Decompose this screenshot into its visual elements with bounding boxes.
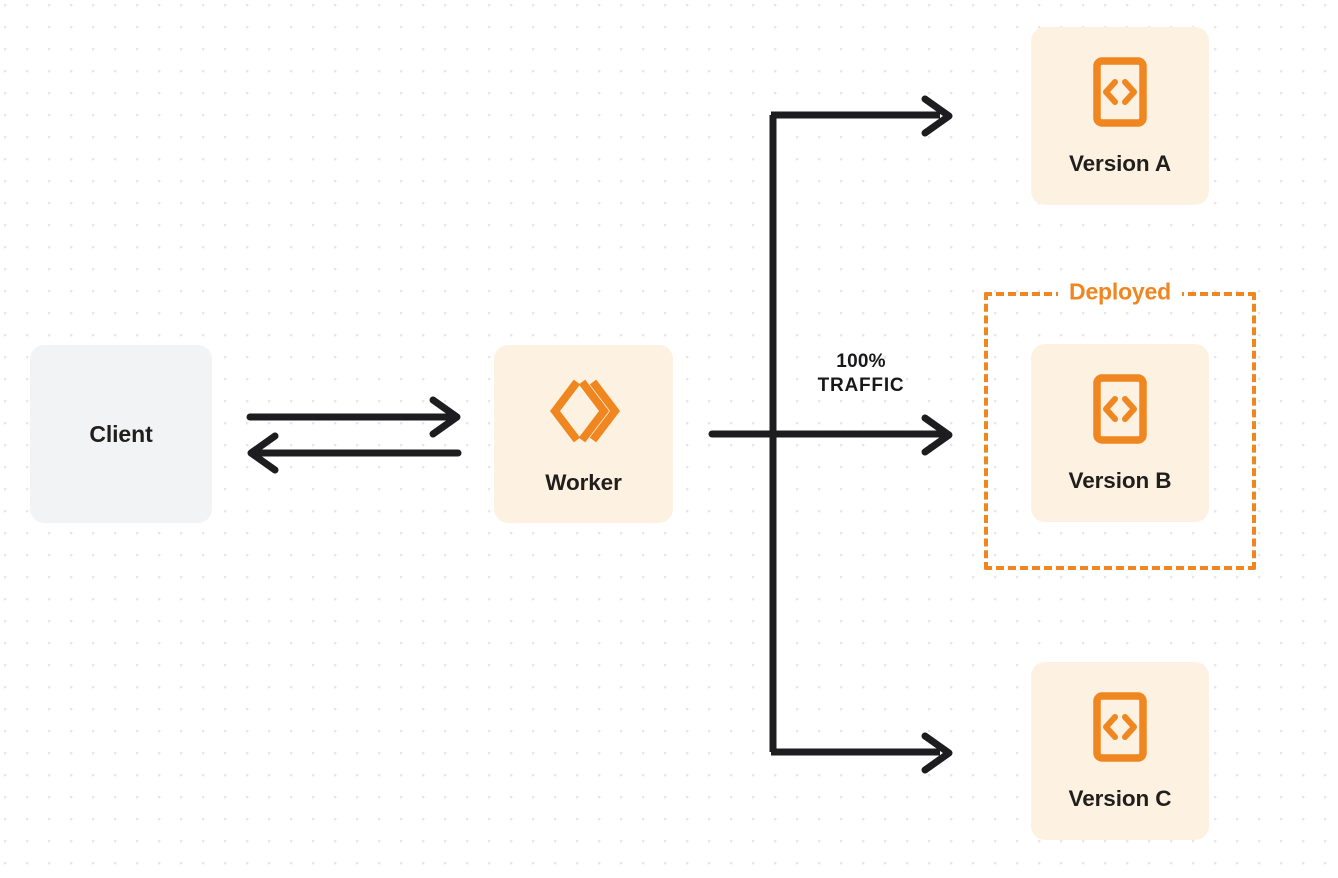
node-version-b-label: Version B: [1068, 468, 1172, 494]
arrow-worker-to-version-a: [771, 95, 953, 137]
node-version-c[interactable]: Version C: [1031, 662, 1209, 840]
traffic-label: 100% TRAFFIC: [790, 350, 932, 399]
node-client[interactable]: Client: [30, 345, 212, 523]
node-client-label: Client: [89, 420, 153, 447]
arrow-worker-to-client: [247, 432, 462, 474]
arrow-worker-to-version-b: [708, 414, 953, 456]
arrow-client-to-worker: [246, 396, 461, 438]
node-version-b[interactable]: Version B: [1031, 344, 1209, 522]
node-worker-label: Worker: [545, 470, 622, 496]
traffic-percent-text: 100%: [836, 351, 886, 372]
code-file-icon: [1092, 691, 1148, 768]
traffic-word-text: TRAFFIC: [817, 375, 905, 397]
cloudflare-workers-logo-icon: [546, 373, 622, 454]
arrow-worker-to-version-c: [771, 732, 953, 774]
code-file-icon: [1092, 373, 1148, 450]
deployed-group-boundary: Deployed: [984, 280, 1256, 570]
node-worker[interactable]: Worker: [494, 345, 673, 523]
code-file-icon: [1092, 56, 1148, 133]
node-version-a[interactable]: Version A: [1031, 27, 1209, 205]
node-version-c-label: Version C: [1068, 786, 1172, 812]
deployed-group-label: Deployed: [1058, 280, 1182, 304]
node-version-a-label: Version A: [1068, 151, 1172, 177]
